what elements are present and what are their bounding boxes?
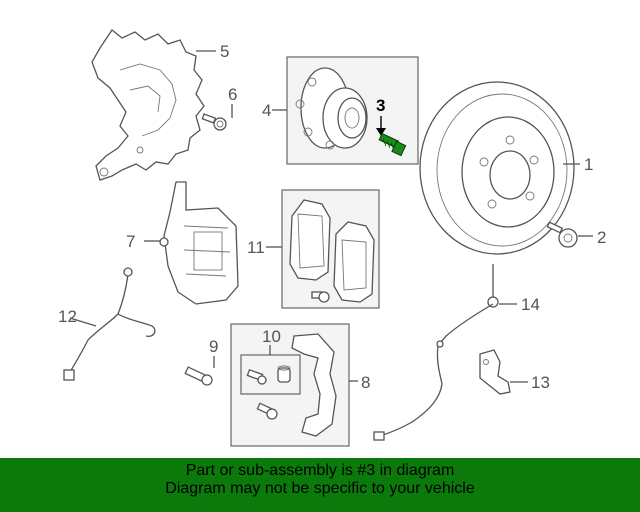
selection-banner: Part or sub-assembly is #3 in diagram Di… [0, 458, 640, 512]
callout-3: 3 [376, 96, 385, 115]
callout-8: 8 [361, 373, 370, 392]
callout-1: 1 [584, 155, 593, 174]
callout-2: 2 [597, 228, 606, 247]
brake-rotor[interactable] [419, 81, 575, 255]
brake-hose[interactable] [63, 267, 156, 381]
callout-7: 7 [126, 232, 135, 251]
banner-line-1: Part or sub-assembly is #3 in diagram [185, 462, 455, 479]
wheel-hub[interactable] [295, 67, 368, 150]
bracket-bolt[interactable] [184, 366, 213, 386]
abs-sensor[interactable] [479, 349, 511, 395]
banner-line-2: Diagram may not be specific to your vehi… [165, 480, 475, 497]
callout-10: 10 [262, 327, 281, 346]
hub-bolt-highlighted[interactable] [378, 132, 407, 157]
callout-13: 13 [531, 373, 550, 392]
callout-6: 6 [228, 85, 237, 104]
callout-9: 9 [209, 337, 218, 356]
callout-14: 14 [521, 295, 540, 314]
splash-shield[interactable] [91, 29, 205, 181]
brake-caliper[interactable] [159, 181, 239, 305]
caliper-bracket[interactable] [256, 333, 337, 437]
shield-bolt[interactable] [201, 113, 227, 131]
callout-5: 5 [220, 42, 229, 61]
callout-4: 4 [262, 101, 271, 120]
callout-12: 12 [58, 307, 77, 326]
guide-pin-kit[interactable] [246, 365, 291, 385]
parts-diagram: 5 6 4 3 1 [58, 29, 606, 447]
rotor-screw[interactable] [546, 221, 578, 248]
abs-sensor-wire[interactable] [373, 264, 499, 441]
callout-11: 11 [247, 238, 265, 257]
brake-pads[interactable] [289, 199, 375, 303]
